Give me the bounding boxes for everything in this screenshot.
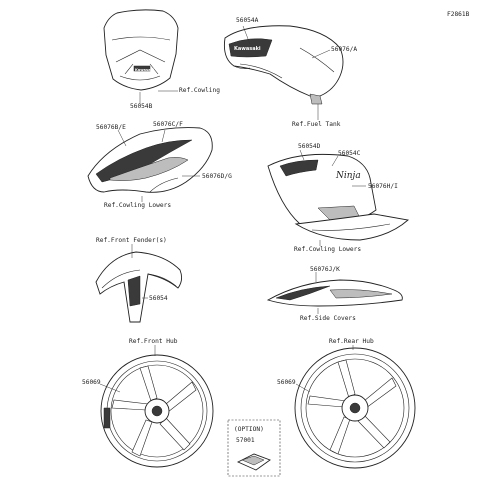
right-cowling-lower-illustration: Ninja	[267, 153, 409, 241]
figure-code: F2861B	[447, 11, 470, 18]
option-label: (OPTION)	[234, 426, 264, 433]
windshield-part-label: 56054B	[130, 103, 153, 110]
ref-cowling-lowers-right-label: Ref.Cowling Lowers	[294, 246, 362, 253]
ref-cowling-label: Ref.Cowling	[179, 87, 220, 94]
lower-left-part-c-label: 56076D/G	[202, 173, 232, 180]
tank-kawasaki-logo: Kawasaki	[234, 46, 261, 52]
lower-left-part-b-label: 56076C/F	[153, 121, 183, 128]
side-cover-illustration	[266, 279, 403, 307]
left-cowling-lower-illustration	[87, 127, 213, 193]
lower-right-part-a-label: 56054D	[298, 143, 321, 150]
ref-rear-hub-label: Ref.Rear Hub	[329, 338, 374, 345]
tank-top-part-label: 56054A	[236, 17, 259, 24]
fender-part-label: 56054	[149, 295, 168, 302]
option-part-label: 57001	[236, 437, 255, 444]
ref-front-hub-label: Ref.Front Hub	[129, 338, 178, 345]
side-cover-part-label: 56076J/K	[310, 266, 340, 273]
leader-lines	[99, 25, 366, 393]
front-fender-illustration	[95, 251, 183, 323]
ninja-logo-decal: Ninja	[335, 171, 361, 181]
windshield-illustration	[103, 9, 179, 91]
windshield-kawasaki-logo: Kawasaki	[135, 68, 155, 72]
rear-wheel-illustration	[294, 347, 416, 469]
tank-side-part-label: 56076/A	[331, 46, 358, 53]
lower-right-part-b-label: 56054C	[338, 150, 361, 157]
option-kit-illustration	[227, 419, 281, 477]
ref-side-covers-label: Ref.Side Covers	[300, 315, 356, 322]
ref-front-fender-label: Ref.Front Fender(s)	[96, 237, 167, 244]
lower-left-part-a-label: 56076B/E	[96, 124, 126, 131]
front-wheel-illustration	[100, 354, 214, 468]
lower-right-part-c-label: 56076H/I	[368, 183, 398, 190]
front-wheel-part-label: 56069	[82, 379, 101, 386]
fuel-tank-illustration	[223, 25, 344, 105]
ref-fuel-tank-label: Ref.Fuel Tank	[292, 121, 341, 128]
rear-wheel-part-label: 56069	[277, 379, 296, 386]
ref-cowling-lowers-left-label: Ref.Cowling Lowers	[104, 202, 172, 209]
